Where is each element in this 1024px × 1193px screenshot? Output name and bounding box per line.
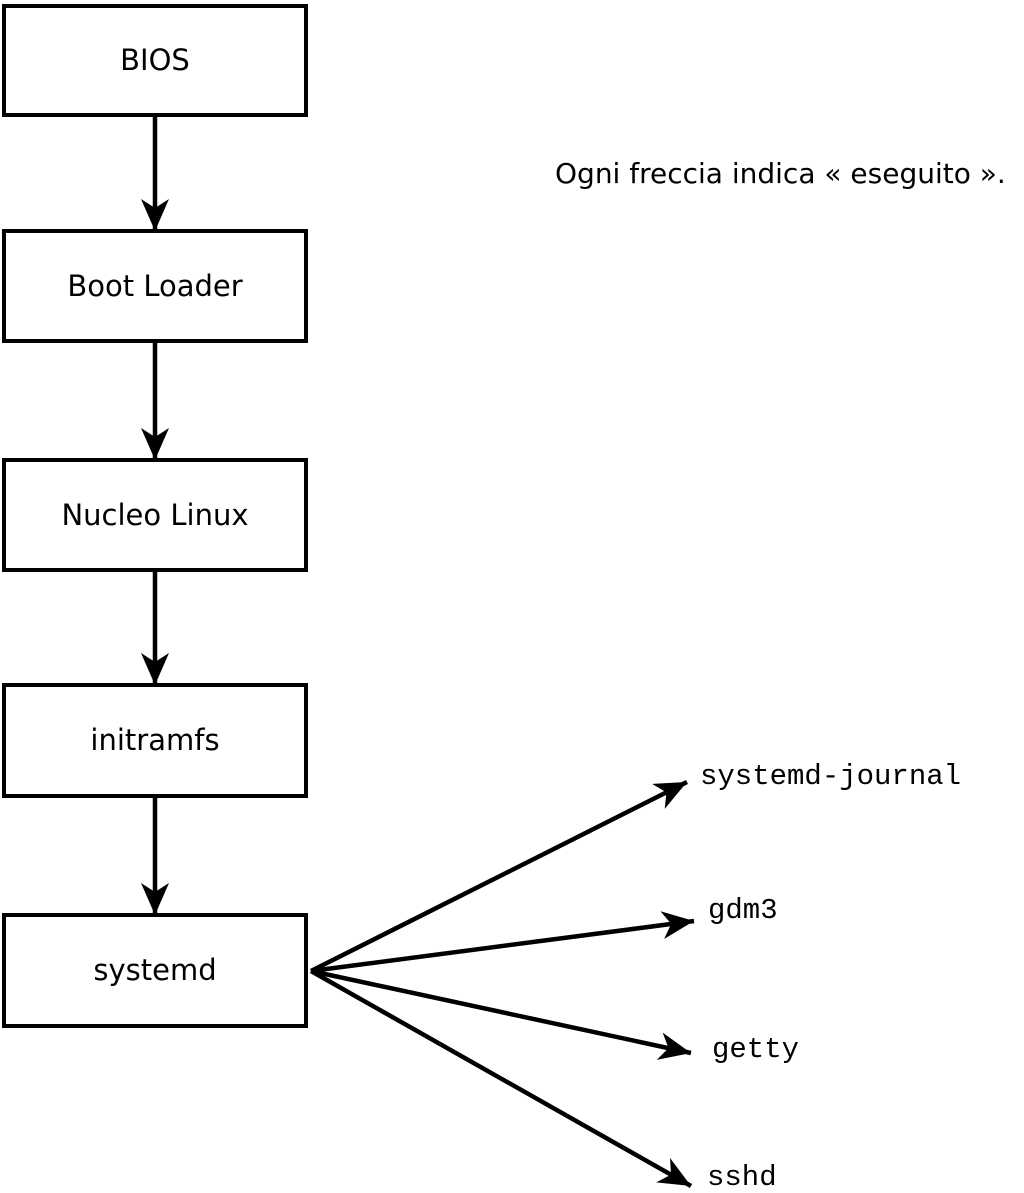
service-label-sshd: sshd <box>707 1161 777 1193</box>
service-label-gdm3: gdm3 <box>708 894 778 927</box>
arrow-systemd-to-gdm3 <box>310 911 695 974</box>
box-boot-loader-label: Boot Loader <box>67 268 243 303</box>
box-nucleo-linux-label: Nucleo Linux <box>61 497 249 532</box>
arrow-systemd-to-sshd <box>309 969 693 1188</box>
box-bios-label: BIOS <box>120 43 190 77</box>
arrow-systemd-to-journal <box>309 779 689 974</box>
box-systemd: systemd <box>2 913 308 1028</box>
diagram-caption: Ogni freccia indica « eseguito ». <box>555 157 1006 190</box>
box-nucleo-linux: Nucleo Linux <box>2 458 308 572</box>
box-initramfs-label: initramfs <box>90 723 220 757</box>
service-label-getty: getty <box>712 1033 800 1066</box>
box-initramfs: initramfs <box>2 683 308 798</box>
box-systemd-label: systemd <box>93 953 217 987</box>
service-label-systemd-journal: systemd-journal <box>700 760 962 793</box>
arrow-systemd-to-getty <box>310 968 692 1060</box>
box-bios: BIOS <box>2 4 308 117</box>
box-boot-loader: Boot Loader <box>2 229 308 343</box>
